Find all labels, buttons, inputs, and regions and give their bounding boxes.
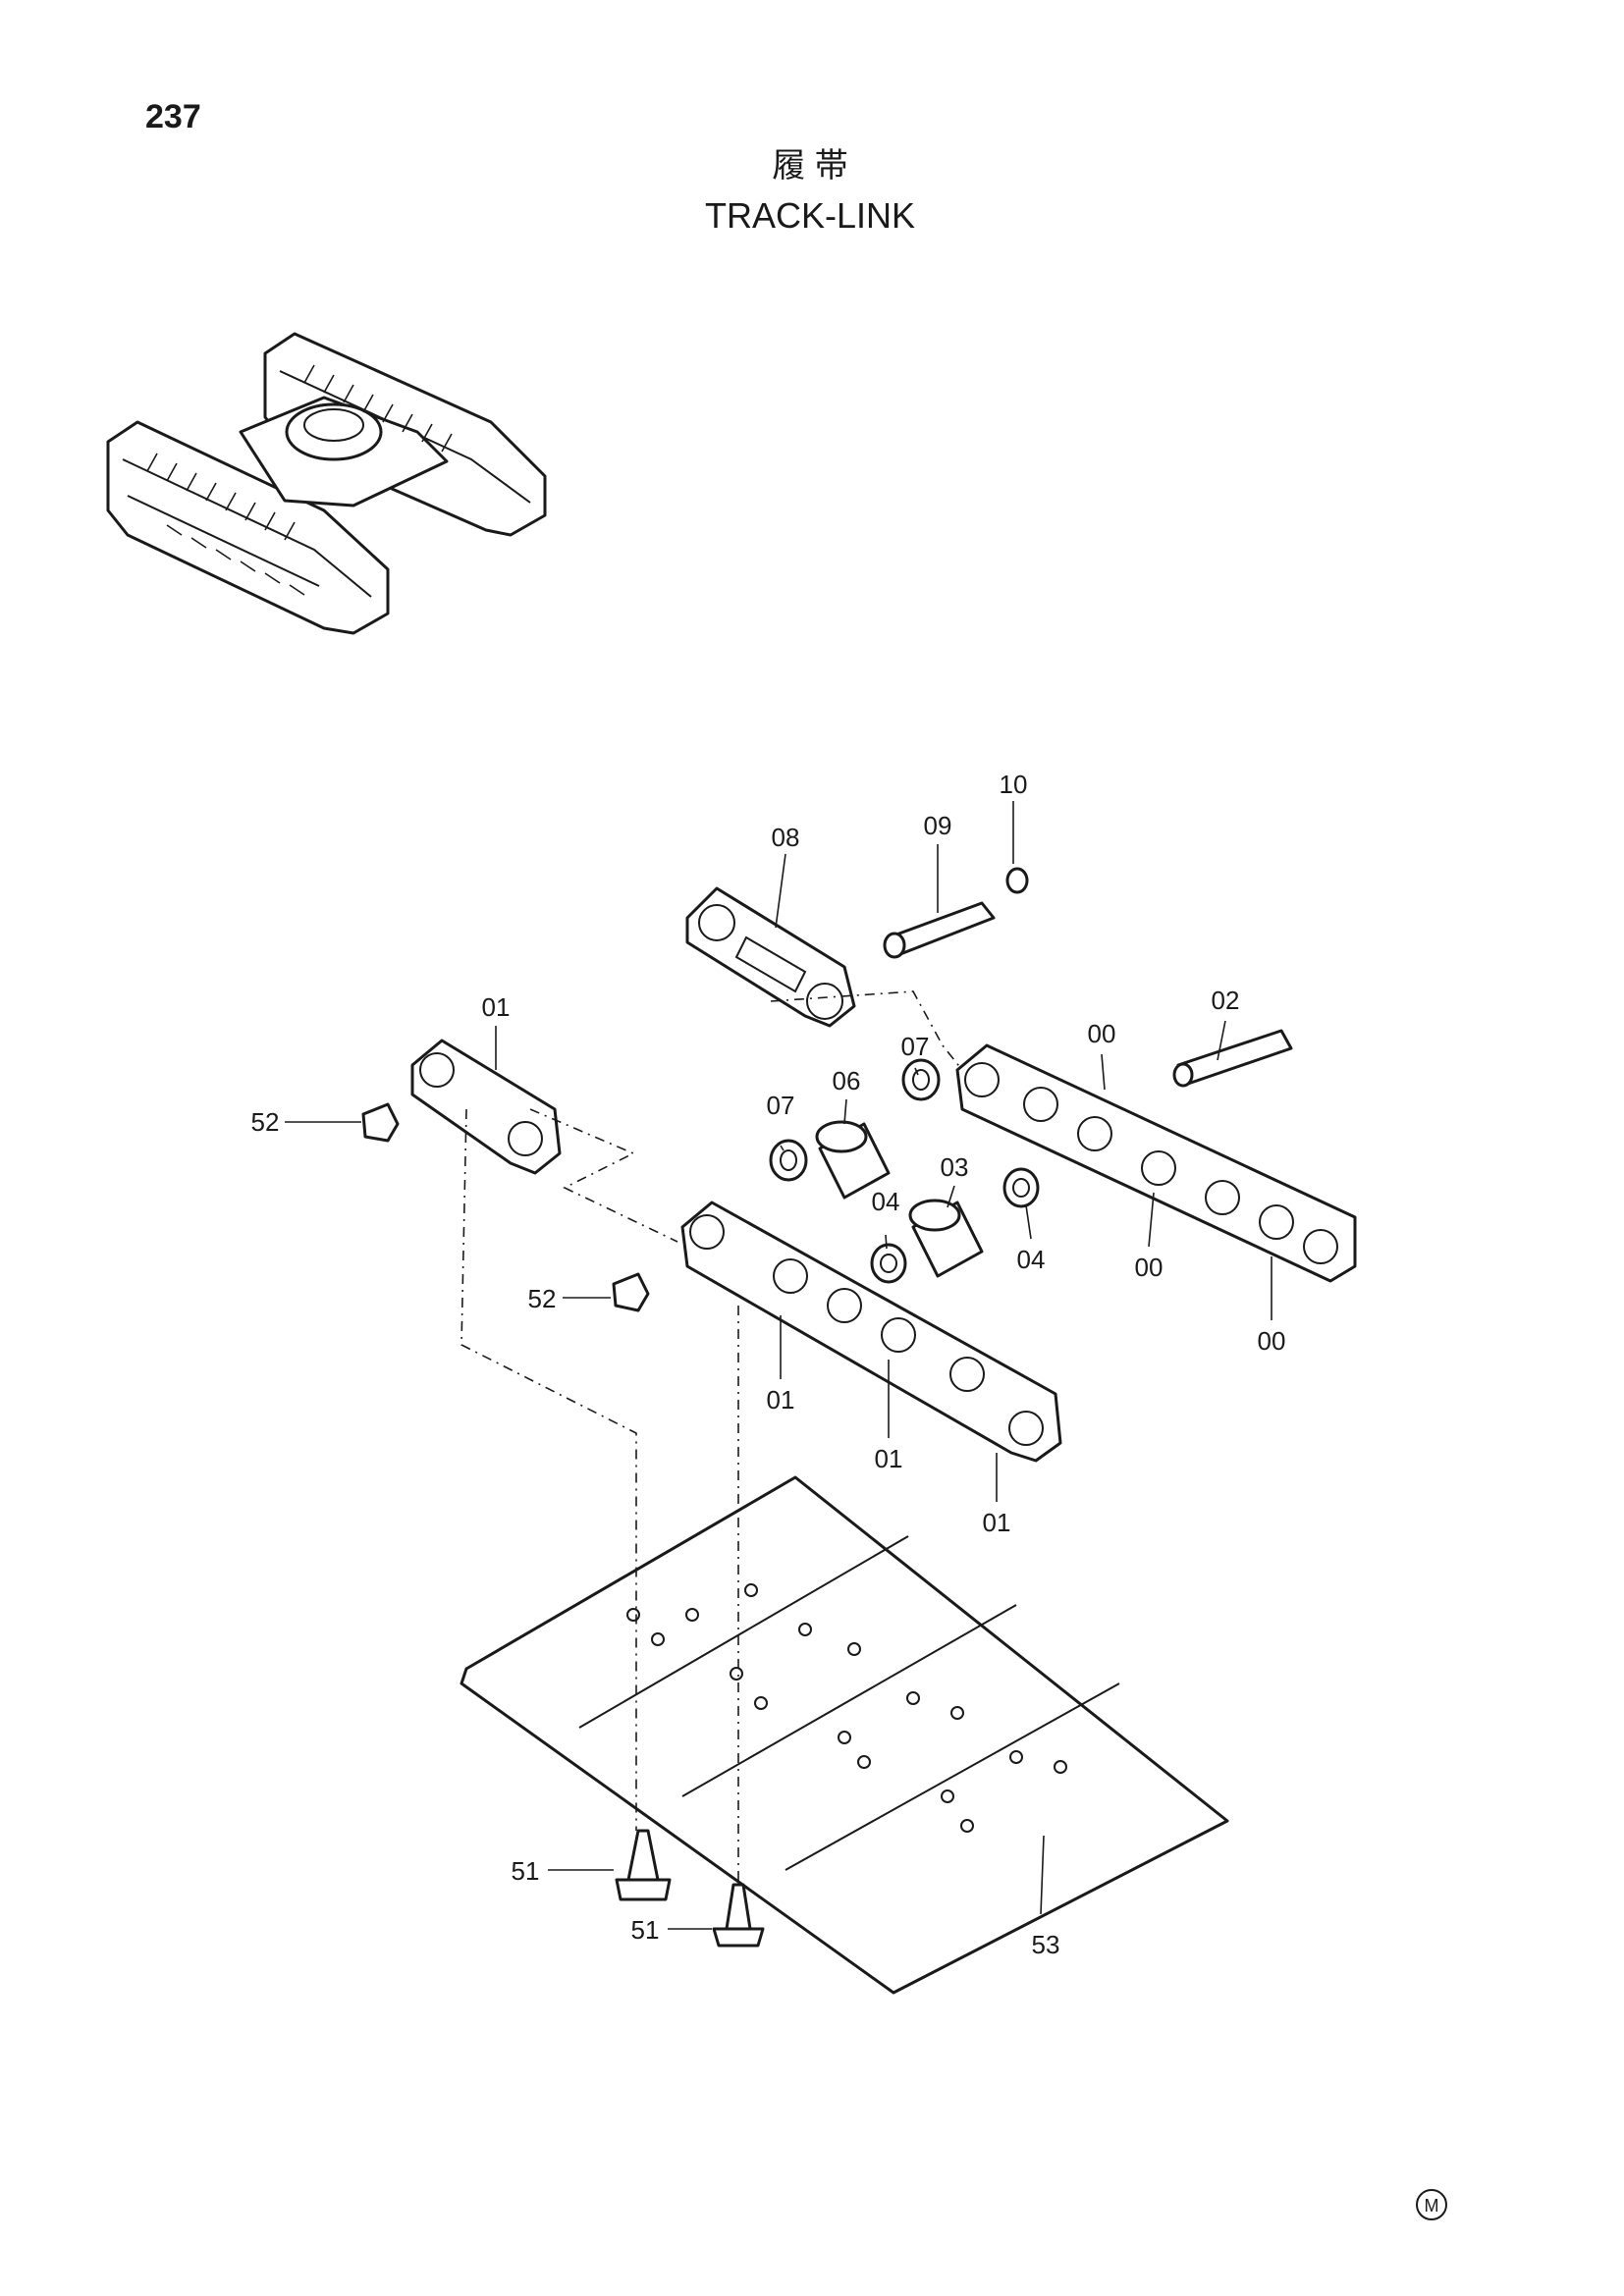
track-shoe-pattern [146, 364, 453, 596]
callout-00-middle: 00 [1135, 1253, 1164, 1282]
bushing-03 [908, 1199, 984, 1278]
leader-lines [285, 801, 1272, 1930]
callout-00-bottom: 00 [1258, 1326, 1286, 1356]
callout-51-left: 51 [512, 1856, 540, 1886]
pin-retaining-ring [1005, 867, 1029, 894]
callout-52-lower: 52 [528, 1284, 557, 1313]
callout-06: 06 [833, 1066, 861, 1095]
seal-04-left [870, 1243, 907, 1284]
seal-04-right [1002, 1167, 1040, 1208]
callout-labels: 10 09 08 02 00 07 01 06 07 52 03 04 04 0… [251, 770, 1286, 1959]
mark-letter: M [1425, 2196, 1439, 2216]
callout-51-right: 51 [631, 1915, 660, 1945]
seal-07-lower [769, 1139, 808, 1182]
title-japanese: 履 帯 [772, 147, 847, 185]
master-pin [883, 901, 996, 959]
callout-02: 02 [1212, 986, 1240, 1015]
callout-53: 53 [1032, 1930, 1060, 1959]
bushing-06 [815, 1120, 891, 1200]
title-english: TRACK-LINK [705, 195, 915, 236]
bolt-right [712, 1883, 765, 1948]
link-assembly-right [955, 1043, 1357, 1283]
undercarriage-thumbnail [106, 332, 547, 635]
master-link [685, 886, 856, 1028]
track-shoes [460, 1475, 1229, 1995]
callout-00-top: 00 [1088, 1019, 1116, 1048]
callout-01-lower-3: 01 [983, 1508, 1011, 1537]
callout-01-lower-1: 01 [767, 1385, 795, 1415]
track-pin [1172, 1029, 1293, 1088]
callout-07-lower: 07 [767, 1091, 795, 1120]
callout-04-right: 04 [1017, 1245, 1046, 1274]
callout-10: 10 [1000, 770, 1028, 799]
nut-upper [361, 1102, 400, 1143]
callout-01-lower-2: 01 [875, 1444, 903, 1473]
bolt-left [615, 1829, 672, 1901]
seal-07-upper [901, 1058, 941, 1101]
callout-08: 08 [772, 823, 800, 852]
callout-09: 09 [924, 811, 952, 840]
page-number: 237 [145, 98, 201, 135]
callout-07-upper: 07 [901, 1032, 930, 1061]
callout-03: 03 [941, 1152, 969, 1182]
link-upper-left [410, 1039, 562, 1175]
nut-lower [612, 1272, 650, 1312]
callout-04-left: 04 [872, 1187, 900, 1216]
assembly-lines [460, 990, 963, 1885]
callout-01-upper: 01 [482, 992, 511, 1022]
circled-m-mark: M [1416, 2189, 1447, 2220]
link-assembly-lower [680, 1201, 1062, 1463]
callout-52-upper: 52 [251, 1107, 280, 1137]
